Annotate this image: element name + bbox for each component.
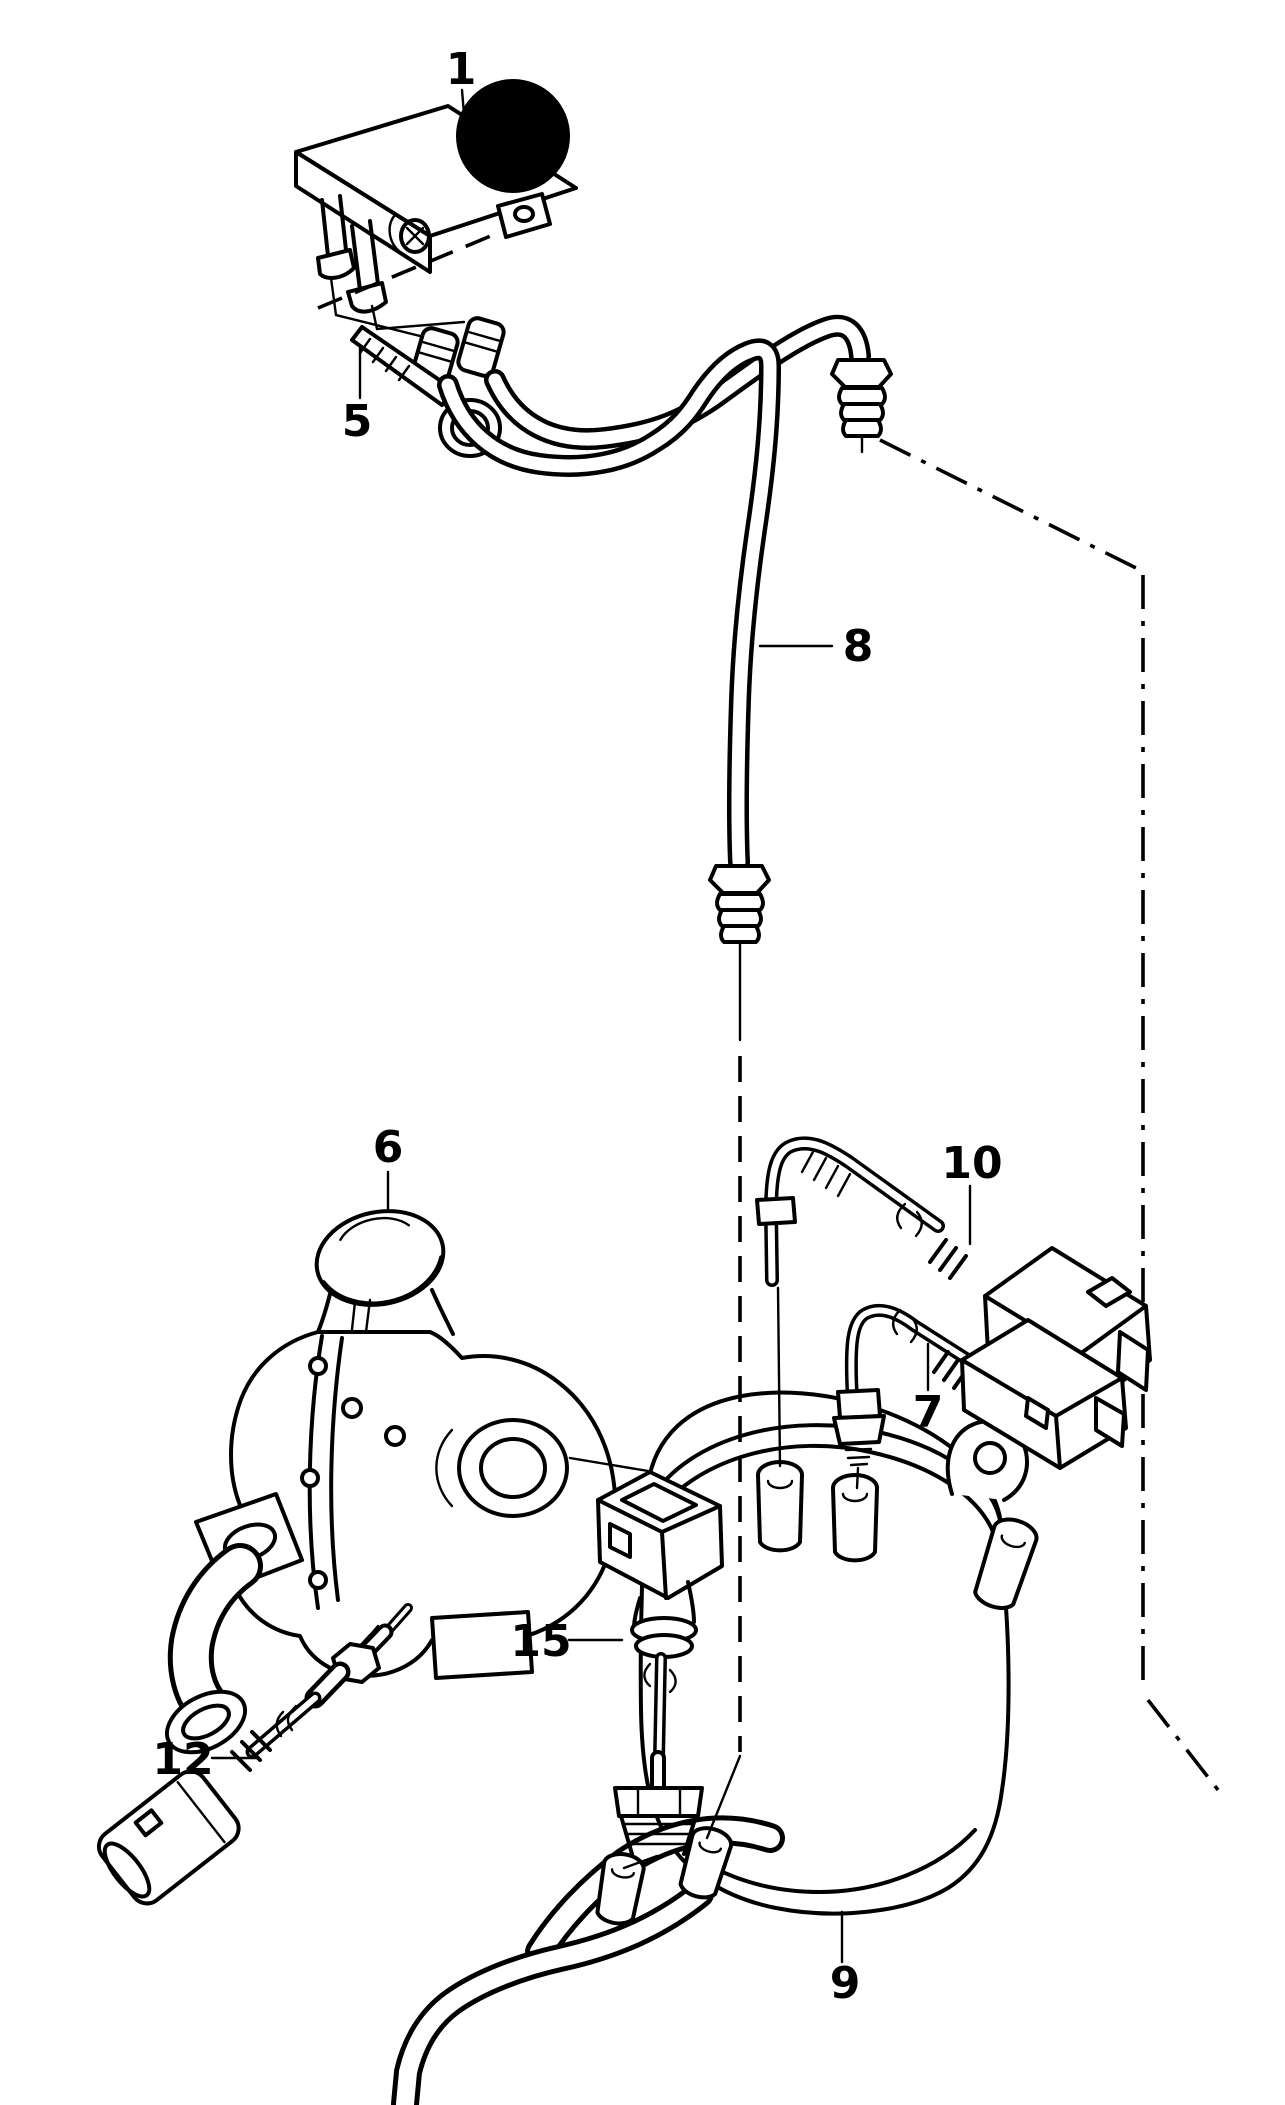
catalytic-converter (638, 1390, 1029, 1916)
callout-part-5: 5 (342, 396, 373, 447)
callout-part-6: 6 (373, 1122, 404, 1173)
callout-part-10: 10 (941, 1138, 1002, 1189)
sensor-bosses (595, 1460, 1039, 1926)
callout-part-1: 1 (446, 44, 477, 95)
solenoid-valve (294, 79, 578, 388)
callout-part-7: 7 (913, 1387, 944, 1438)
pipe-8 (437, 338, 781, 1042)
egt-sensor-7 (832, 1303, 1128, 1490)
highlight-dot (456, 79, 570, 193)
reference-dashdot-line (879, 438, 1220, 1792)
egt-sensor-15 (596, 1470, 724, 1870)
egt-sensor-12 (96, 1603, 413, 1906)
callout-part-9: 9 (830, 1958, 861, 2009)
callout-part-8: 8 (843, 621, 874, 672)
callout-part-15: 15 (510, 1616, 571, 1667)
pipe-8-dashed-continuation (705, 1056, 742, 1840)
callouts: 1 5 6 8 10 7 12 15 9 (152, 44, 1002, 2009)
callout-part-12: 12 (152, 1734, 213, 1785)
